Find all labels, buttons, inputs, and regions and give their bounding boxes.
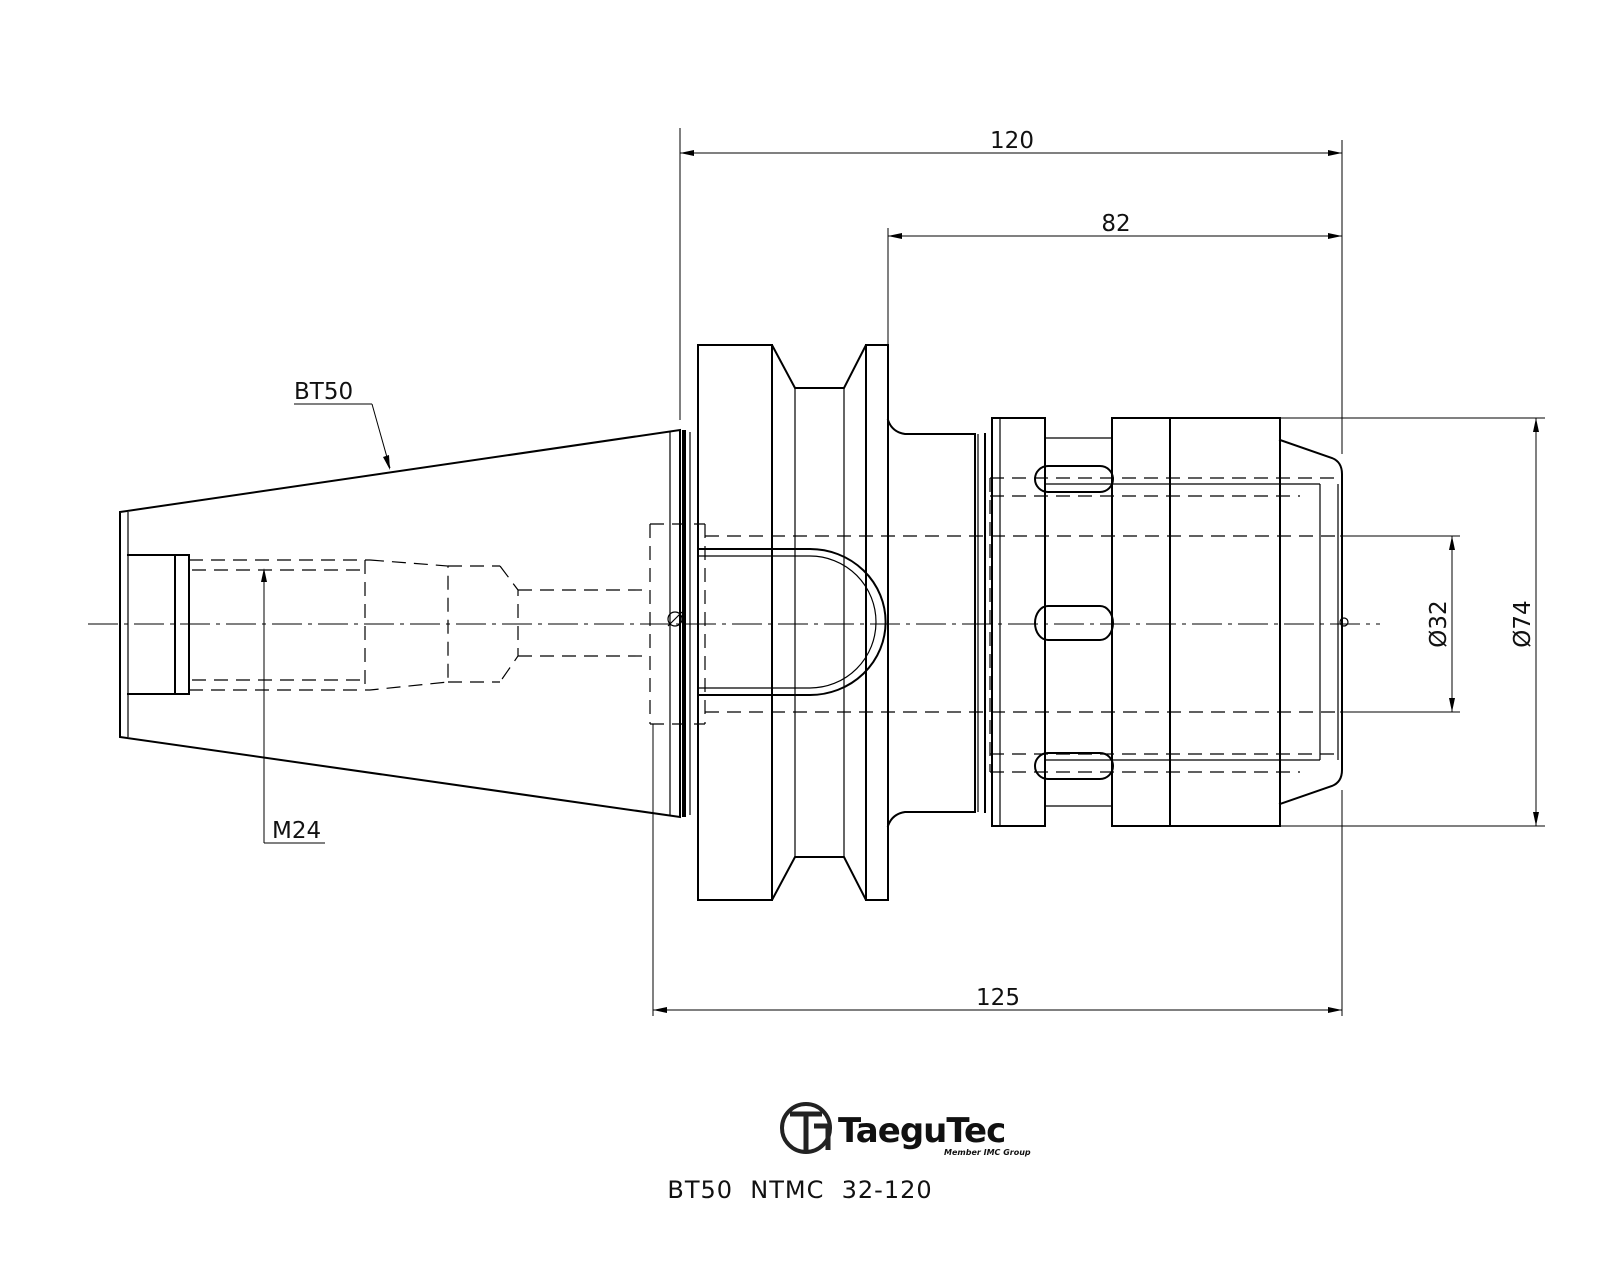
body-neck xyxy=(886,418,986,828)
dim-120 xyxy=(679,128,1343,454)
flange xyxy=(697,344,889,901)
dim-d74-text: Ø74 xyxy=(1510,600,1536,647)
logo-tagline: Member IMC Group xyxy=(944,1148,1031,1157)
pull-stud-hidden xyxy=(127,523,706,725)
chuck-nut xyxy=(991,417,1349,827)
dim-125-text: 125 xyxy=(976,985,1020,1011)
label-m24: M24 xyxy=(272,818,321,844)
label-bt50: BT50 xyxy=(294,379,353,405)
dim-d74 xyxy=(1170,417,1545,827)
dim-82 xyxy=(887,228,1342,345)
model-code: BT50 NTMC 32-120 xyxy=(667,1176,932,1204)
nut-slots xyxy=(1034,465,1114,780)
bore-hidden xyxy=(705,477,1335,773)
leader-m24 xyxy=(261,568,325,844)
logo-emblem-mark xyxy=(790,1111,831,1150)
taegutec-logo: TaeguTec Member IMC Group xyxy=(780,1102,1031,1157)
dim-125 xyxy=(652,724,1343,1016)
dim-120-text: 120 xyxy=(990,128,1034,154)
logo-wordmark: TaeguTec xyxy=(838,1111,1005,1151)
leader-bt50 xyxy=(294,403,391,470)
dim-d32 xyxy=(1340,535,1460,713)
dim-82-text: 82 xyxy=(1101,211,1130,237)
dim-d32-text: Ø32 xyxy=(1426,600,1452,647)
